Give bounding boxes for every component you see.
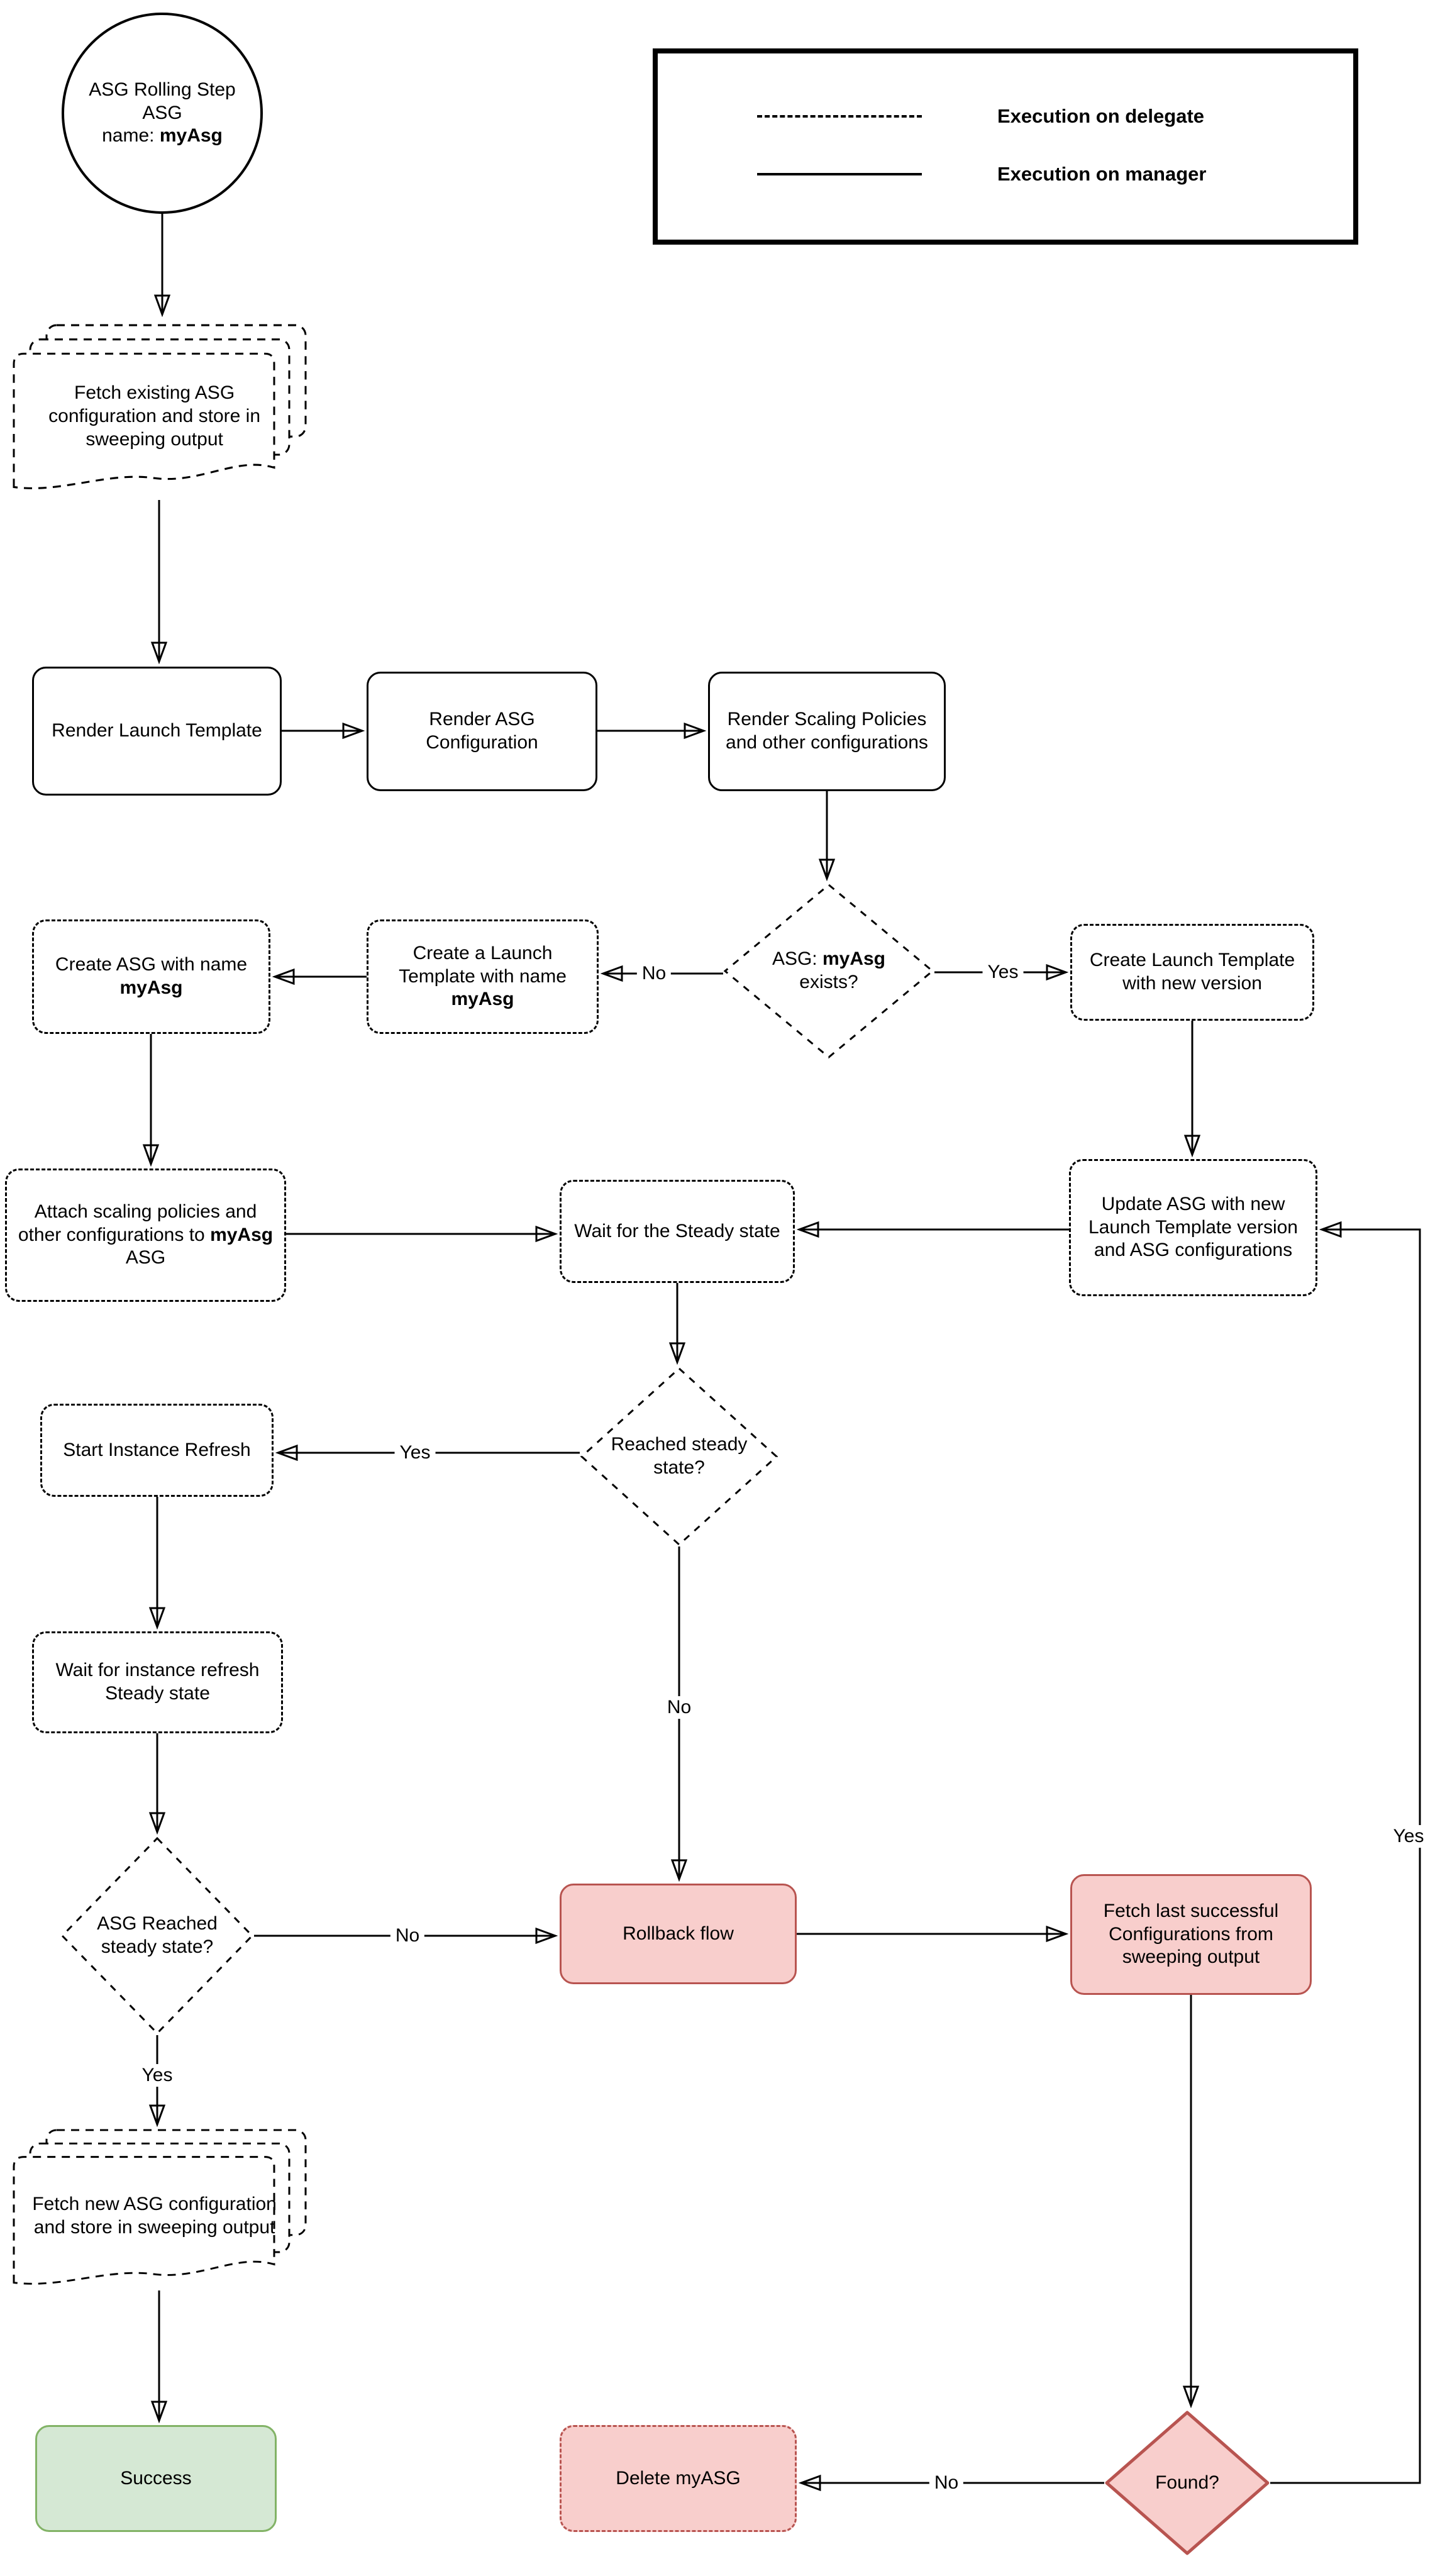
rollback-flow-node: Rollback flow	[560, 1884, 797, 1984]
legend-box: Execution on delegate Execution on manag…	[653, 48, 1358, 245]
wait-instance-refresh-label: Wait for instance refresh Steady state	[55, 1660, 260, 1704]
create-asg-pre: Create ASG with name	[55, 954, 248, 975]
edge-label-found-yes: Yes	[1388, 1825, 1429, 1848]
delete-myasg-label: Delete myASG	[616, 2467, 741, 2489]
wait-instance-refresh-node: Wait for instance refresh Steady state	[32, 1631, 283, 1733]
create-launch-template-pre: Create a Launch Template with name	[399, 943, 567, 987]
create-launch-template-new-version-node: Create Launch Template with new version	[1070, 924, 1314, 1021]
start-instance-refresh-node: Start Instance Refresh	[40, 1404, 274, 1497]
asg-reached-steady-decision: ASG Reached steady state?	[60, 1836, 254, 2035]
create-launch-template-node: Create a Launch Template with name myAsg	[367, 919, 599, 1034]
fetch-new-asg-node: Fetch new ASG configuration and store in…	[13, 2129, 308, 2294]
legend-dashed-line-sample	[757, 115, 922, 118]
success-node: Success	[35, 2425, 277, 2532]
render-scaling-policies-node: Render Scaling Policies and other config…	[708, 672, 946, 791]
edge-label-reached-yes: Yes	[394, 1441, 436, 1464]
rollback-flow-label: Rollback flow	[623, 1923, 734, 1944]
attach-scaling-pre: Attach scaling policies and other config…	[18, 1201, 257, 1245]
asg-exists-bold: myAsg	[822, 948, 886, 970]
found-decision-label: Found?	[1155, 2472, 1219, 2493]
fetch-new-asg-label: Fetch new ASG configuration and store in…	[32, 2194, 277, 2238]
edge-label-reached-no: No	[662, 1696, 697, 1719]
start-node-name-prefix: name:	[102, 125, 160, 147]
attach-scaling-post: ASG	[125, 1247, 166, 1269]
edge-label-found-no: No	[929, 2472, 964, 2494]
wait-steady-state-label: Wait for the Steady state	[574, 1220, 780, 1241]
render-launch-template-label: Render Launch Template	[52, 720, 262, 741]
edge-label-exists-no: No	[636, 962, 672, 985]
start-node-title: ASG Rolling Step ASG	[89, 79, 236, 123]
update-asg-node: Update ASG with new Launch Template vers…	[1069, 1159, 1317, 1296]
create-launch-template-bold: myAsg	[451, 989, 514, 1010]
render-asg-configuration-label: Render ASG Configuration	[426, 709, 538, 753]
edge-label-asg-reached-yes: Yes	[136, 2064, 178, 2087]
found-decision: Found?	[1104, 2410, 1270, 2556]
edge-found-yes	[1270, 1230, 1421, 2484]
delete-myasg-node: Delete myASG	[560, 2425, 797, 2532]
render-launch-template-node: Render Launch Template	[32, 667, 282, 796]
wait-steady-state-node: Wait for the Steady state	[560, 1180, 795, 1283]
fetch-last-successful-node: Fetch last successful Configurations fro…	[1070, 1874, 1312, 1995]
asg-reached-steady-label: ASG Reached steady state?	[97, 1913, 218, 1957]
start-node-circle: ASG Rolling Step ASG name: myAsg	[60, 11, 264, 215]
edge-label-exists-yes: Yes	[982, 961, 1024, 984]
update-asg-label: Update ASG with new Launch Template vers…	[1088, 1194, 1298, 1261]
create-asg-node: Create ASG with name myAsg	[32, 919, 270, 1034]
render-asg-configuration-node: Render ASG Configuration	[367, 672, 597, 791]
render-scaling-policies-label: Render Scaling Policies and other config…	[726, 709, 928, 753]
success-label: Success	[120, 2467, 192, 2489]
legend-manager-label: Execution on manager	[997, 163, 1207, 185]
asg-exists-post: exists?	[799, 972, 858, 992]
attach-scaling-policies-node: Attach scaling policies and other config…	[5, 1169, 286, 1302]
create-asg-bold: myAsg	[119, 977, 183, 998]
edge-label-asg-reached-no: No	[390, 1924, 425, 1947]
start-node-name: myAsg	[159, 125, 223, 147]
reached-steady-label: Reached steady state?	[611, 1434, 748, 1478]
start-instance-refresh-label: Start Instance Refresh	[63, 1439, 251, 1460]
fetch-existing-node: Fetch existing ASG configuration and sto…	[13, 324, 308, 499]
fetch-last-successful-label: Fetch last successful Configurations fro…	[1103, 1901, 1279, 1968]
attach-scaling-bold: myAsg	[210, 1224, 274, 1245]
create-launch-template-new-version-label: Create Launch Template with new version	[1089, 950, 1295, 994]
legend-delegate-label: Execution on delegate	[997, 105, 1205, 127]
legend-solid-line-sample	[757, 173, 922, 175]
reached-steady-decision: Reached steady state?	[580, 1367, 778, 1546]
asg-exists-pre: ASG:	[772, 948, 822, 970]
asg-exists-decision: ASG: myAsg exists?	[723, 883, 934, 1059]
fetch-existing-label: Fetch existing ASG configuration and sto…	[48, 382, 261, 450]
